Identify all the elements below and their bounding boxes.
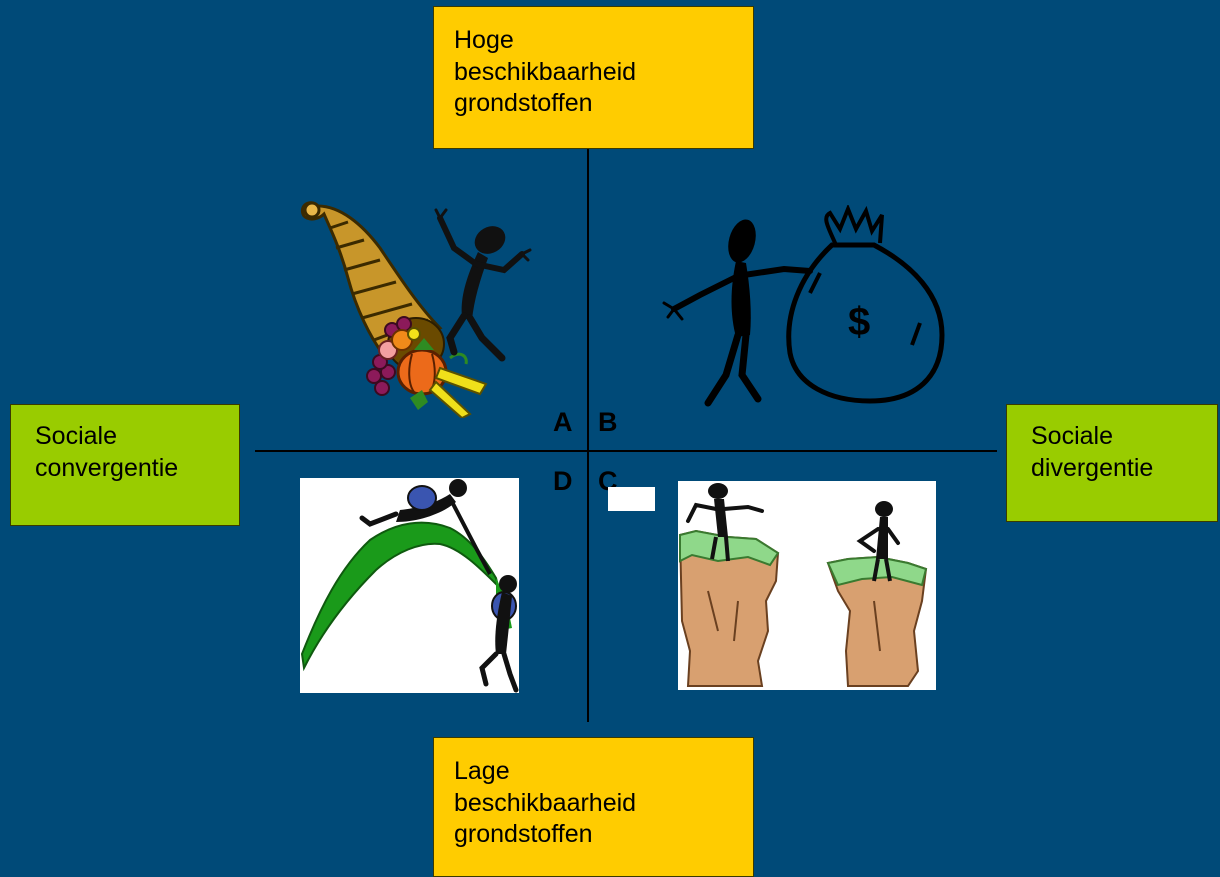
bottom-label-line-3: grondstoffen: [454, 820, 593, 848]
figure-with-money-bag-icon: $: [662, 205, 945, 407]
bottom-axis-label: Lage beschikbaarheid grondstoffen: [433, 737, 754, 877]
top-label-line-3: grondstoffen: [454, 89, 593, 117]
svg-text:$: $: [848, 300, 870, 344]
right-label-line-1: Sociale: [1031, 422, 1113, 450]
top-axis-label: Hoge beschikbaarheid grondstoffen: [433, 6, 754, 149]
right-label-line-2: divergentie: [1031, 453, 1154, 482]
climbers-panel: [300, 478, 519, 693]
small-white-rectangle: [608, 487, 655, 511]
right-axis-label: Sociale divergentie: [1006, 404, 1218, 522]
horizontal-axis: [255, 450, 997, 452]
cliffs-panel: [678, 481, 936, 690]
top-label-line-2: beschikbaarheid: [454, 57, 637, 86]
left-axis-label: Sociale convergentie: [10, 404, 240, 526]
climbers-helping-each-other-icon: [300, 479, 519, 693]
cornucopia-dancing-figure-icon: [301, 201, 532, 418]
quadrant-a-label: A: [553, 407, 573, 437]
quadrant-b-label: B: [598, 407, 618, 437]
figures-on-separate-cliffs-icon: [678, 483, 928, 687]
vertical-axis: [587, 148, 589, 722]
bottom-label-line-2: beschikbaarheid: [454, 788, 637, 817]
quadrant-d-label: D: [553, 466, 573, 496]
left-label-line-2: convergentie: [35, 453, 179, 482]
top-label-line-1: Hoge: [454, 26, 514, 54]
bottom-label-line-1: Lage: [454, 757, 510, 785]
left-label-line-1: Sociale: [35, 422, 117, 450]
